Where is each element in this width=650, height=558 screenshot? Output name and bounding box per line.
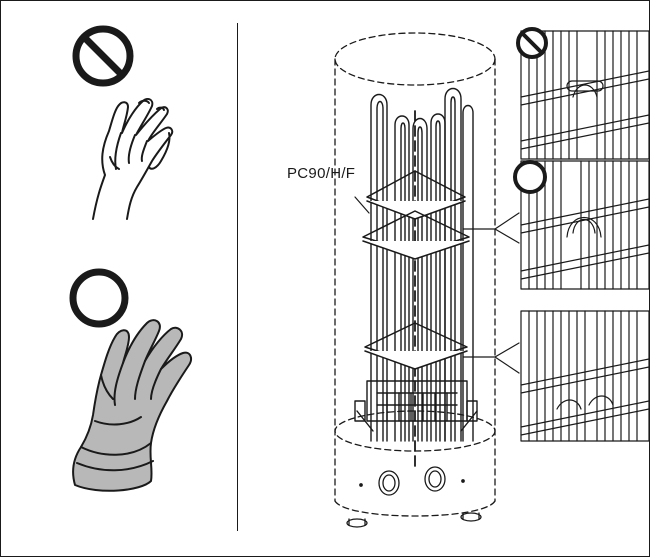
gloved-hand-icon xyxy=(72,319,192,492)
correct-symbol xyxy=(69,268,129,328)
detail-correct-symbol xyxy=(513,160,547,194)
bare-hand-icon xyxy=(92,97,174,220)
detail-panel-lower xyxy=(520,310,649,442)
panel-divider xyxy=(237,23,238,531)
feet xyxy=(346,512,482,528)
callout-lines xyxy=(462,212,520,374)
prohibited-symbol xyxy=(72,25,134,87)
base-knobs xyxy=(359,466,465,496)
heater-rods xyxy=(370,87,474,442)
hand-instructions-svg xyxy=(69,25,192,492)
terminal-block xyxy=(354,380,478,432)
support-brackets xyxy=(362,170,470,370)
left-panel xyxy=(1,1,237,556)
model-label-leader xyxy=(354,196,370,214)
right-panel: PC90/H/F xyxy=(237,1,649,556)
heater-assembly-svg xyxy=(334,27,649,528)
detail-prohibited-symbol xyxy=(516,27,548,59)
model-label: PC90/H/F xyxy=(287,165,356,182)
